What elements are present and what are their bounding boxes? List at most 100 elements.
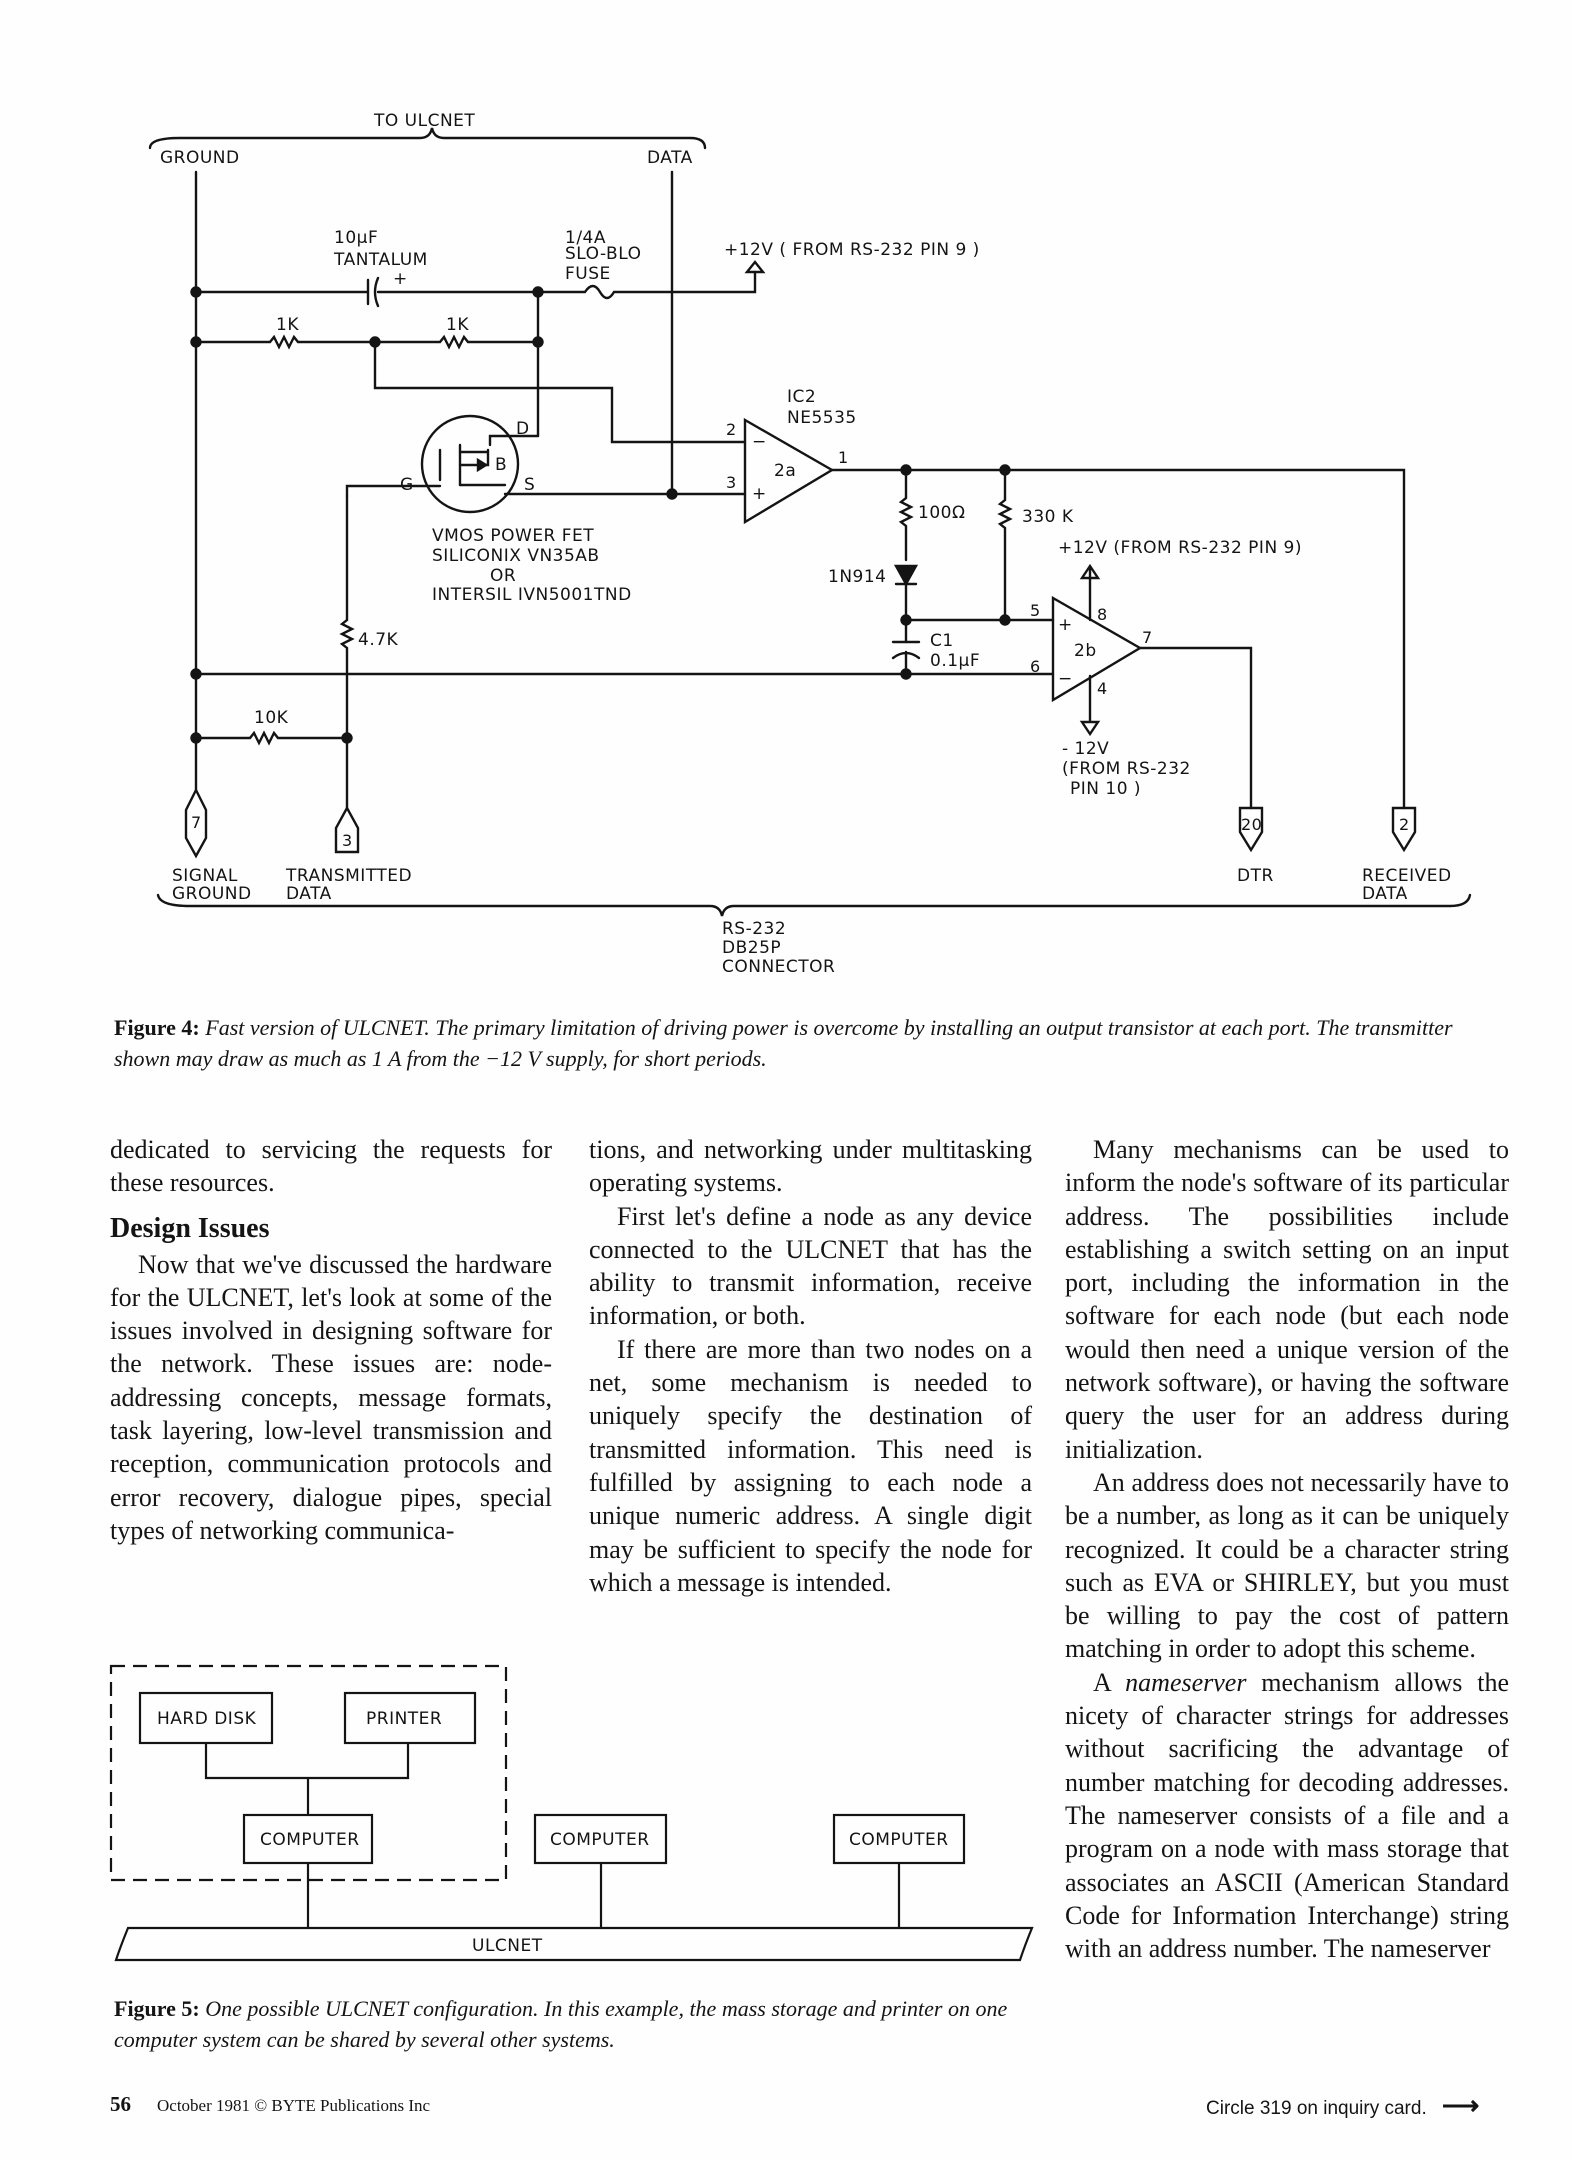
computer-label-2: COMPUTER	[550, 1830, 650, 1850]
opamp-a-label: 2a	[774, 461, 796, 481]
label-r10k: 10K	[254, 708, 289, 728]
label-fuse-3: FUSE	[565, 264, 611, 284]
computer-box-1	[242, 1813, 374, 1865]
label-signal-2: GROUND	[172, 884, 252, 904]
opamp-b-plus: +	[1058, 615, 1073, 635]
arrow-right-icon: ⟶	[1442, 2090, 1480, 2120]
opamp-a-plus: +	[752, 484, 767, 504]
ic-part: NE5535	[787, 408, 857, 428]
fet-label-1: VMOS POWER FET	[432, 526, 594, 546]
figure-5-caption: Figure 5: One possible ULCNET configurat…	[114, 1993, 1034, 2055]
figure-4-caption: Figure 4: Fast version of ULCNET. The pr…	[114, 1012, 1504, 1074]
label-tx-1: TRANSMITTED	[285, 866, 412, 886]
label-cap-value: 10μF	[334, 228, 378, 248]
shared-system-boundary	[109, 1664, 508, 1882]
fet-d: D	[516, 419, 530, 439]
conn-20-label: 20	[1241, 815, 1262, 834]
fet-label-4: INTERSIL IVN5001TND	[432, 585, 632, 605]
column-2: tions, and networking under multitasking…	[589, 1133, 1032, 1599]
conn-pin-20	[1238, 806, 1264, 853]
pin-4: 4	[1097, 679, 1108, 698]
label-cap-type: TANTALUM	[333, 250, 428, 270]
column-1: dedicated to servicing the requests for …	[110, 1133, 552, 1547]
computer-box-2	[533, 1813, 668, 1865]
fet-s: S	[524, 475, 535, 495]
label-supply-top: +12V ( FROM RS-232 PIN 9 )	[724, 240, 980, 260]
conn-3-label: 3	[342, 831, 353, 850]
opamp-2b	[1051, 595, 1143, 703]
label-to-ulcnet: TO ULCNET	[373, 111, 475, 131]
label-fuse-1: 1/4A	[565, 228, 606, 248]
brace-top	[148, 127, 707, 150]
label-r2: 1K	[446, 315, 469, 335]
label-dtr: DTR	[1237, 866, 1274, 886]
col3-para-3: A nameserver mechanism allows the nicety…	[1065, 1666, 1509, 1966]
fet-label-3: OR	[490, 566, 516, 586]
computer-label-3: COMPUTER	[849, 1830, 949, 1850]
label-supply-b: +12V (FROM RS-232 PIN 9)	[1058, 538, 1302, 558]
conn-2-label: 2	[1399, 815, 1410, 834]
label-neg-1: - 12V	[1062, 739, 1109, 759]
col3-para-1: Many mechanisms can be used to inform th…	[1065, 1135, 1509, 1464]
opamp-b-label: 2b	[1074, 641, 1097, 661]
label-fuse-2: SLO-BLO	[565, 244, 641, 264]
fet-circle	[420, 414, 520, 514]
conn-pin-2	[1391, 806, 1417, 853]
label-conn-3: CONNECTOR	[722, 957, 835, 977]
pin-6: 6	[1030, 657, 1041, 676]
col2-para-2: First let's define a node as any device …	[589, 1201, 1032, 1331]
opamp-2a	[743, 417, 835, 525]
page-footer: 56 October 1981 © BYTE Publications Inc	[110, 2092, 430, 2117]
col3-para-3-em: nameserver	[1125, 1667, 1247, 1697]
page-number: 56	[110, 2092, 131, 2116]
label-diode: 1N914	[828, 567, 886, 587]
conn-7-label: 7	[191, 813, 202, 832]
conn-pin-3	[334, 805, 360, 854]
label-conn-1: RS-232	[722, 919, 786, 939]
col2-para-1: tions, and networking under multitasking…	[589, 1135, 1032, 1198]
label-rx-1: RECEIVED	[1362, 866, 1452, 886]
label-conn-2: DB25P	[722, 938, 781, 958]
col3-para-3-prefix: A	[1093, 1667, 1126, 1697]
hard-disk-box	[138, 1691, 274, 1745]
figure-5-caption-label: Figure 5:	[114, 1996, 200, 2021]
inquiry-note: Circle 319 on inquiry card. ⟶	[1206, 2090, 1479, 2121]
bus-label: ULCNET	[472, 1936, 543, 1956]
col3-para-3-rest: mechanism allows the nicety of character…	[1065, 1667, 1509, 1964]
figure-4-caption-text: Fast version of ULCNET. The primary limi…	[114, 1015, 1453, 1071]
pin-7: 7	[1142, 628, 1153, 647]
label-rx-2: DATA	[1362, 884, 1408, 904]
pin-8: 8	[1097, 605, 1108, 624]
printer-box	[343, 1691, 477, 1745]
opamp-a-minus: −	[752, 432, 767, 452]
label-c1: C1	[930, 631, 954, 651]
label-neg-3: PIN 10 )	[1070, 779, 1141, 799]
footer-info: October 1981 © BYTE Publications Inc	[157, 2096, 431, 2115]
pin-5: 5	[1030, 601, 1041, 620]
opamp-b-minus: −	[1058, 669, 1073, 689]
label-neg-2: (FROM RS-232	[1062, 759, 1191, 779]
col1-para-2: Now that we've discussed the hardware fo…	[110, 1249, 552, 1545]
label-r100: 100Ω	[918, 503, 965, 523]
label-c1-val: 0.1μF	[930, 651, 980, 671]
label-r330k: 330 K	[1022, 507, 1074, 527]
label-r1: 1K	[276, 315, 299, 335]
fet-label-2: SILICONIX VN35AB	[432, 546, 600, 566]
section-heading: Design Issues	[110, 1212, 270, 1244]
fet-g: G	[400, 475, 414, 495]
col3-para-2: An address does not necessarily have to …	[1065, 1467, 1509, 1664]
label-ground: GROUND	[160, 148, 240, 168]
figure-4-schematic: TO ULCNET GROUND DATA 10μF TANTALUM + 1/…	[148, 111, 1472, 977]
conn-pin-7	[184, 787, 208, 859]
computer-box-3	[832, 1813, 966, 1865]
hard-disk-label: HARD DISK	[157, 1709, 257, 1729]
computer-label-1: COMPUTER	[260, 1830, 360, 1850]
label-tx-2: DATA	[286, 884, 332, 904]
ic-name: IC2	[787, 387, 816, 407]
cap-plus: +	[393, 269, 408, 289]
pin-1: 1	[838, 448, 849, 467]
col2-para-3: If there are more than two nodes on a ne…	[589, 1334, 1032, 1597]
column-3: Many mechanisms can be used to inform th…	[1065, 1133, 1509, 1965]
figure-5-caption-text: One possible ULCNET configuration. In th…	[114, 1996, 1008, 2052]
label-r47k: 4.7K	[358, 630, 399, 650]
